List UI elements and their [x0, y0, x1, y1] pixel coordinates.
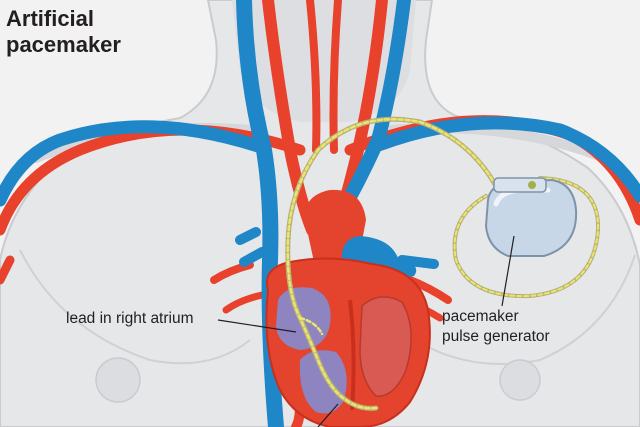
left-pectoral-line [19, 249, 251, 365]
heart [265, 189, 431, 427]
pacemaker-lead [285, 116, 601, 411]
lead-right-atrium-label: lead in right atrium [66, 309, 194, 329]
title-line-2: pacemaker [6, 32, 121, 57]
septum [348, 299, 356, 411]
generator-leader-line [501, 235, 515, 307]
right-nipple [499, 359, 541, 401]
ventricle-leader-line [317, 403, 339, 427]
pulse-generator-line-2: pulse generator [442, 328, 550, 345]
right-pectoral-line [429, 254, 636, 365]
left-nipple [95, 357, 141, 403]
atrium-leader-line [217, 319, 297, 333]
diagram-title: Artificial pacemaker [6, 6, 121, 58]
lead-right-atrium-text: lead in right atrium [66, 310, 194, 327]
title-line-1: Artificial [6, 6, 95, 31]
left-ventricle-chamber [359, 296, 412, 397]
pulse-generator-line-1: pacemaker [442, 308, 519, 325]
device-header [493, 177, 547, 193]
pulse-generator-label: pacemaker pulse generator [442, 307, 550, 347]
pulse-generator-device [484, 177, 578, 257]
right-ventricle-chamber [299, 350, 347, 414]
